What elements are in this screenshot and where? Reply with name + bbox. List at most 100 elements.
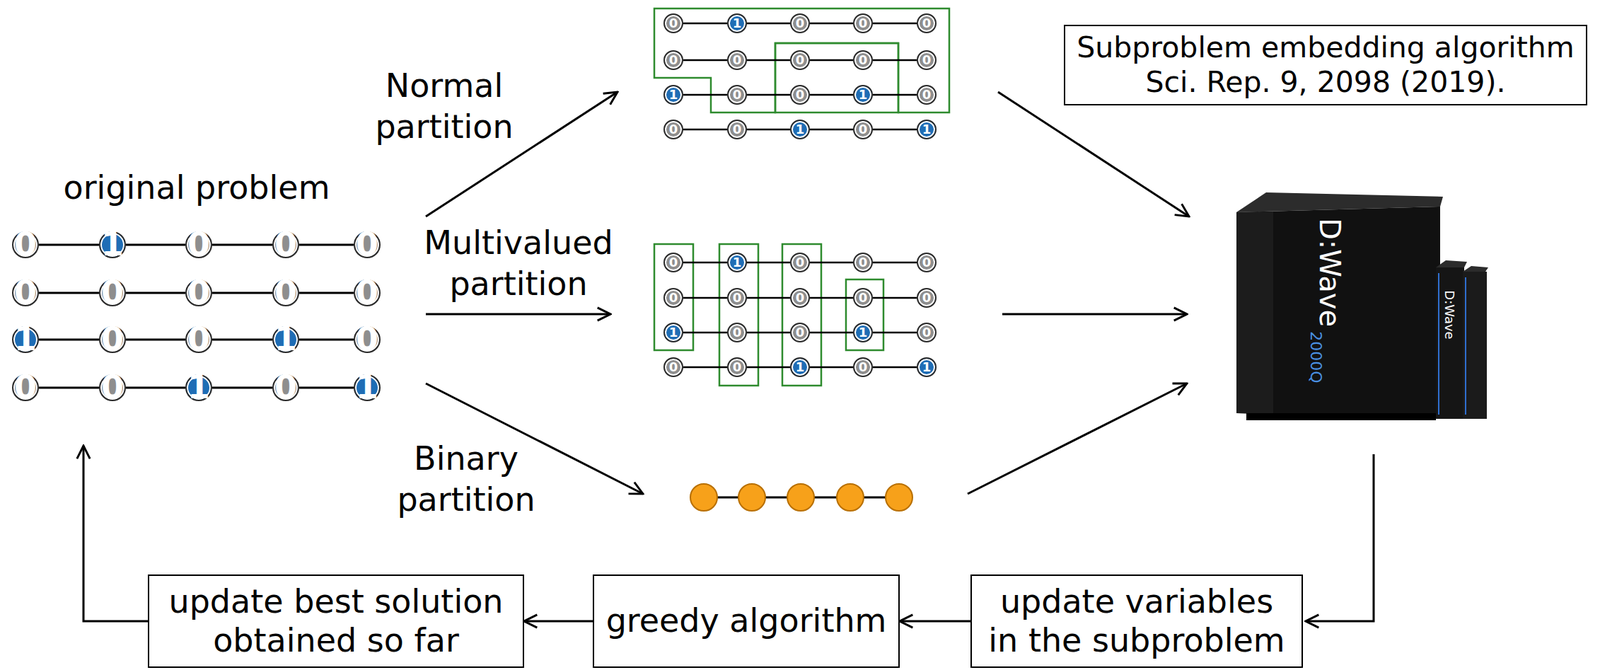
bit-node: 0 <box>916 13 937 34</box>
bit-node: 0 <box>790 84 810 105</box>
bit-node: 0 <box>663 13 684 34</box>
bit-value: 0 <box>795 326 805 339</box>
bit-node: 0 <box>353 326 381 353</box>
bit-value: 0 <box>795 53 805 67</box>
bit-value: 0 <box>669 53 679 67</box>
logo-text: D:Wave <box>1442 290 1456 339</box>
bit-coupling <box>809 128 854 131</box>
bit-node: 0 <box>916 322 937 343</box>
bit-node: 1 <box>727 252 747 273</box>
bit-node: 1 <box>663 84 684 105</box>
bit-value: 0 <box>795 256 805 269</box>
bit-node: 0 <box>185 279 213 307</box>
cabinet-top <box>1462 265 1489 272</box>
bit-value: 0 <box>922 53 932 67</box>
bit-node: 0 <box>185 231 213 259</box>
bit-node: 0 <box>790 322 810 343</box>
bit-coupling <box>872 59 917 62</box>
process-box: update variables in the subproblem <box>970 574 1303 668</box>
binary-chain <box>690 483 913 511</box>
partition-outline <box>845 279 884 351</box>
bit-coupling <box>299 386 354 390</box>
quantum-computer <box>1236 192 1489 421</box>
bit-coupling <box>809 331 854 334</box>
bit-node: 0 <box>790 252 810 273</box>
bit-value: 0 <box>101 367 124 407</box>
bit-value: 0 <box>858 123 868 136</box>
bit-node: 0 <box>790 287 810 308</box>
bit-coupling <box>746 128 791 131</box>
bit-coupling <box>683 59 728 62</box>
bit-coupling <box>683 331 728 334</box>
bit-value: 0 <box>858 291 868 305</box>
bit-coupling <box>872 22 917 25</box>
process-box: update best solution obtained so far <box>147 574 525 668</box>
bit-value: 0 <box>355 273 379 312</box>
bit-value: 0 <box>669 16 679 30</box>
logo-text: 2000Q <box>1307 331 1324 383</box>
bit-node: 0 <box>99 374 126 402</box>
bit-node: 1 <box>663 322 684 343</box>
bit-value: 0 <box>922 291 932 305</box>
bit-value: 1 <box>732 16 742 30</box>
bit-coupling <box>809 22 854 25</box>
cabinet-trim <box>1464 277 1467 415</box>
bit-value: 1 <box>669 88 679 102</box>
bit-coupling <box>746 94 791 97</box>
bit-node: 0 <box>727 50 747 71</box>
bit-node: 0 <box>663 50 684 71</box>
side-cabinet <box>1435 267 1465 419</box>
bit-node: 0 <box>99 326 126 353</box>
bit-value: 0 <box>101 273 124 312</box>
bit-value: 0 <box>858 16 868 30</box>
bit-coupling <box>125 386 186 390</box>
partition-outline <box>782 244 822 386</box>
bit-value: 0 <box>858 256 868 269</box>
reference-text: Subproblem embedding algorithm <box>1076 30 1575 66</box>
partition-label: Normal partition <box>362 65 526 148</box>
bit-coupling <box>809 59 854 62</box>
bit-value: 0 <box>355 319 379 359</box>
bit-value: 0 <box>732 326 742 339</box>
bit-coupling <box>125 244 186 247</box>
bit-node: 0 <box>272 374 300 402</box>
bit-node: 0 <box>853 287 873 308</box>
bit-value: 1 <box>858 326 868 339</box>
partition-label: Binary partition <box>384 438 548 520</box>
bit-value: 0 <box>14 224 37 264</box>
bit-coupling <box>683 261 728 264</box>
bit-coupling <box>809 297 854 300</box>
bit-coupling <box>683 94 728 97</box>
bit-node: 1 <box>185 374 213 402</box>
bit-coupling <box>746 22 791 25</box>
bit-value: 0 <box>922 16 932 30</box>
cabinet-panel <box>1236 211 1274 414</box>
bit-coupling <box>872 331 917 334</box>
bit-node: 0 <box>12 279 39 307</box>
bit-coupling <box>38 292 100 295</box>
bit-value: 0 <box>922 326 932 339</box>
bit-value: 0 <box>858 53 868 67</box>
bit-node: 1 <box>916 357 937 378</box>
flow-arrow <box>524 620 593 623</box>
bit-node: 1 <box>853 322 873 343</box>
bit-node: 0 <box>853 50 873 71</box>
bit-node: 0 <box>853 252 873 273</box>
bit-value: 0 <box>795 88 805 102</box>
bit-value: 1 <box>922 123 932 136</box>
bit-node: 1 <box>99 231 126 259</box>
bit-value: 0 <box>922 256 932 269</box>
bit-node: 0 <box>12 231 39 259</box>
bit-value: 1 <box>274 319 298 359</box>
bit-node: 0 <box>663 357 684 378</box>
bit-coupling <box>683 297 728 300</box>
bit-value: 0 <box>669 256 679 269</box>
cabinet-front <box>1236 206 1441 419</box>
bit-coupling <box>299 244 354 247</box>
bit-value: 1 <box>355 367 379 407</box>
side-cabinet <box>1462 271 1487 419</box>
flow-arrows <box>425 91 1374 622</box>
bit-value: 0 <box>14 273 37 312</box>
bit-coupling <box>809 94 854 97</box>
process-box: greedy algorithm <box>592 574 900 668</box>
